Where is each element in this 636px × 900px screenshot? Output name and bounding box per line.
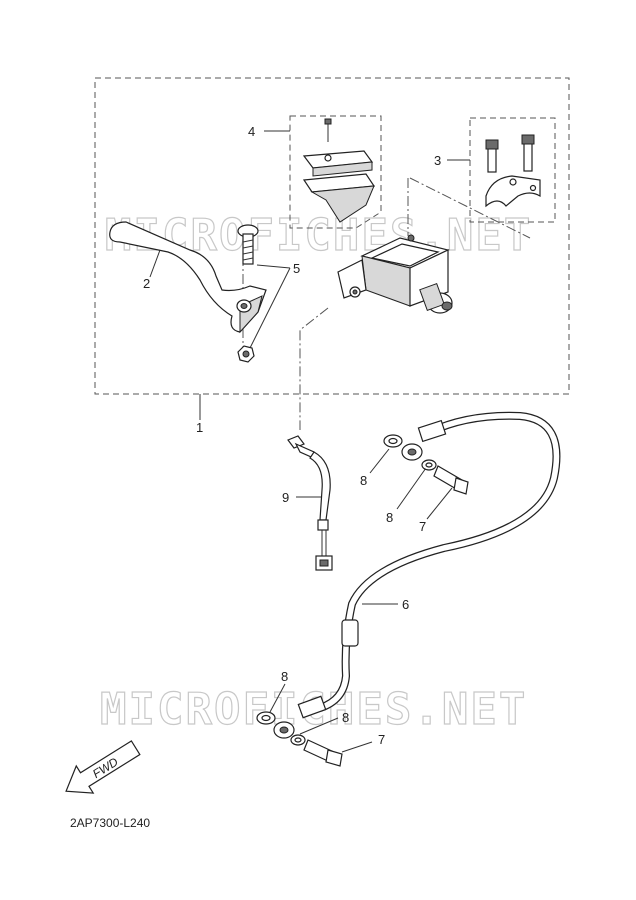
callout-3: 3 (434, 153, 441, 168)
master-cylinder-body (337, 234, 453, 314)
callout-7a: 7 (419, 519, 426, 534)
callout-1: 1 (196, 420, 203, 435)
holder-boundary (469, 117, 556, 223)
reservoir-cap-assembly (302, 118, 376, 223)
union-bolts-and-gaskets (256, 434, 469, 767)
callout-8c: 8 (281, 669, 288, 684)
leader-7b (341, 741, 373, 753)
assembly-boundary (94, 77, 570, 395)
axis-holder (409, 177, 531, 239)
leader-5 (247, 264, 291, 353)
callout-9: 9 (282, 490, 289, 505)
leader-8b (396, 467, 427, 510)
callout-8d: 8 (342, 710, 349, 725)
axis-switch (299, 307, 329, 430)
pivot-bolt-and-nut (237, 224, 259, 363)
watermark-top: MICROFICHES.NET (105, 210, 532, 261)
leader-8a (369, 448, 390, 474)
leader-8d (299, 717, 339, 735)
front-brake-switch (287, 435, 333, 571)
brake-lever (109, 221, 267, 334)
leader-2 (149, 249, 161, 278)
callout-4: 4 (248, 124, 255, 139)
reservoir-cap-boundary (289, 115, 382, 229)
callout-8a: 8 (360, 473, 367, 488)
fwd-arrow: FWD (65, 740, 141, 794)
callout-2: 2 (143, 276, 150, 291)
callout-6: 6 (402, 597, 409, 612)
diagram-code: 2AP7300-L240 (70, 816, 150, 830)
leader-7a (426, 487, 453, 520)
brake-hose (273, 411, 561, 739)
master-cylinder-holder (485, 134, 541, 208)
callout-7b: 7 (378, 732, 385, 747)
leader-8c (269, 683, 286, 713)
callout-5: 5 (293, 261, 300, 276)
callout-8b: 8 (386, 510, 393, 525)
